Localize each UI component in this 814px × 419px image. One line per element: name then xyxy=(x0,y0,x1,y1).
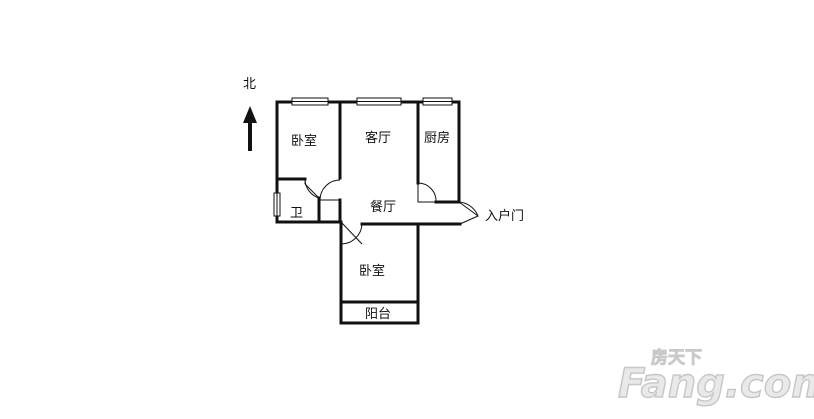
north-arrow-head xyxy=(243,106,257,123)
room-labels: 卧室 客厅 厨房 餐厅 卫 卧室 阳台 入户门 xyxy=(290,130,524,322)
label-bedroom-north: 卧室 xyxy=(291,133,317,149)
watermark-brand-en: Fang.com xyxy=(618,361,814,407)
watermark-brand-cn: 房天下 xyxy=(651,347,702,368)
door-bedroom-north xyxy=(319,179,341,201)
label-bathroom: 卫 xyxy=(290,206,303,221)
label-dining-room: 餐厅 xyxy=(370,199,396,215)
north-label: 北 xyxy=(243,77,256,92)
door-kitchen xyxy=(417,182,437,203)
door-entrance xyxy=(458,201,479,225)
watermark-logo: 房天下 Fang.com xyxy=(617,347,814,408)
label-entrance: 入户门 xyxy=(485,208,524,224)
door-bedroom-south xyxy=(340,221,363,245)
doors xyxy=(304,178,479,245)
label-bedroom-south: 卧室 xyxy=(359,263,385,279)
label-living-room: 客厅 xyxy=(365,130,391,146)
windows xyxy=(273,97,453,217)
label-balcony: 阳台 xyxy=(365,307,391,322)
label-kitchen: 厨房 xyxy=(424,130,450,146)
north-arrow: 北 xyxy=(243,77,257,151)
